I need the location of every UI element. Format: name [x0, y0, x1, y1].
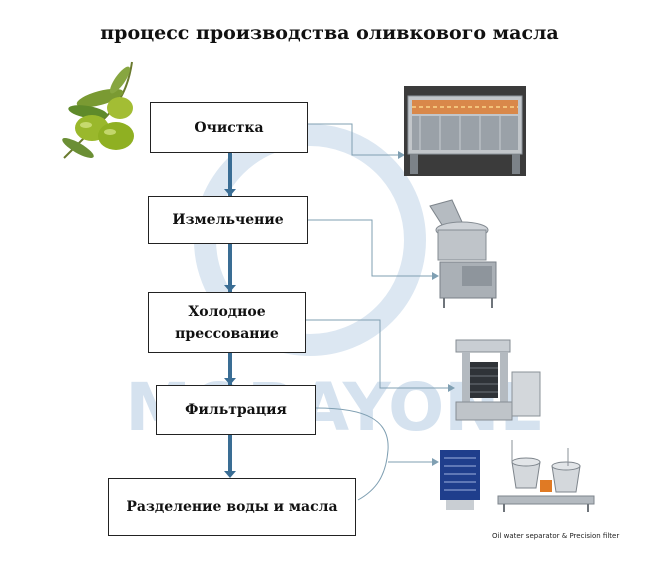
flow-arrow-icon: [224, 378, 236, 385]
step-label-line2: прессование: [175, 325, 279, 342]
connector-filtration: [315, 407, 389, 501]
step-crushing: Измельчение: [148, 196, 308, 244]
step-cleaning: Очистка: [150, 102, 308, 153]
crusher-machine-image: [429, 199, 497, 308]
step-cold-pressing: Холодное прессование: [148, 292, 306, 353]
step-label: Измельчение: [172, 212, 284, 228]
step-label: Разделение воды и масла: [126, 499, 338, 515]
step-label: Очистка: [194, 119, 264, 136]
connector-crushing: [308, 219, 432, 277]
flow-arrow-icon: [224, 189, 236, 196]
step-label-line1: Холодное: [188, 303, 266, 320]
step-label: Фильтрация: [185, 402, 287, 418]
step-water-oil-separation: Разделение воды и масла: [108, 478, 356, 536]
page-title: процесс производства оливкового масла: [100, 22, 559, 44]
filter-separator-image: [440, 440, 595, 512]
flow-arrow-icon: [224, 471, 236, 478]
connector-cleaning: [308, 123, 398, 156]
connector-pressing: [306, 319, 448, 389]
flow-arrow-icon: [224, 285, 236, 292]
washing-machine-image: [404, 86, 526, 176]
oil-press-image: [455, 339, 541, 421]
step-filtration: Фильтрация: [156, 385, 316, 435]
equipment-caption: Oil water separator & Precision filter: [492, 532, 620, 540]
